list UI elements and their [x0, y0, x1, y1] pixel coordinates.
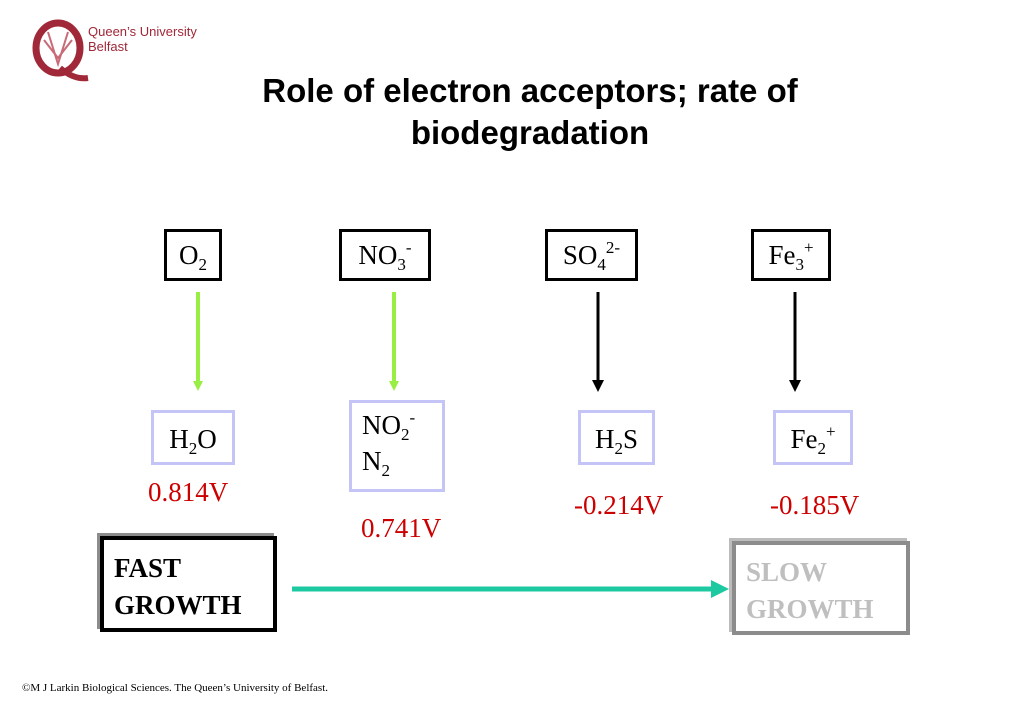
- title-line2: biodegradation: [410, 114, 650, 151]
- copyright-footer: ©M J Larkin Biological Sciences. The Que…: [22, 682, 329, 694]
- acceptor-fe3-sub: 3: [795, 255, 804, 274]
- product-no2-n2-box: NO2- N2: [349, 400, 445, 492]
- product-no2-base: NO: [362, 410, 401, 440]
- product-fe2-sub: 2: [817, 439, 826, 458]
- university-logo: Queen’s University Belfast: [30, 18, 200, 88]
- slide-title: Role of electron acceptors; rate of biod…: [200, 70, 860, 154]
- fast-growth-line1: FAST: [114, 553, 182, 583]
- voltage-h2o: 0.814V: [148, 477, 229, 507]
- product-no2-line: NO2-: [362, 408, 442, 444]
- product-h2o-b: O: [197, 424, 217, 454]
- acceptor-so4-base: SO: [562, 240, 598, 270]
- title-line1: Role of electron acceptors; rate of: [262, 72, 798, 109]
- slow-growth-box: SLOW GROWTH: [732, 541, 910, 635]
- fast-growth-line2: GROWTH: [114, 590, 242, 620]
- acceptor-so4-sub: 4: [597, 255, 606, 274]
- acceptor-so4-box: SO42-: [545, 229, 638, 281]
- acceptor-no3-sub: 3: [397, 255, 406, 274]
- product-fe2-box: Fe2+: [773, 410, 853, 465]
- acceptor-no3-box: NO3-: [339, 229, 431, 281]
- fast-growth-box: FAST GROWTH: [100, 536, 277, 632]
- product-fe2-sup: +: [825, 422, 836, 441]
- product-h2s-box: H2S: [578, 410, 655, 465]
- product-h2s-sub: 2: [614, 439, 623, 458]
- acceptor-no3-base: NO: [358, 240, 398, 270]
- voltage-h2s: -0.214V: [574, 490, 664, 520]
- voltage-fe2: -0.185V: [770, 490, 860, 520]
- acceptor-fe3-base: Fe: [768, 240, 796, 270]
- product-n2-sub: 2: [381, 461, 391, 480]
- product-h2o-a: H: [169, 424, 189, 454]
- acceptor-fe3-sup: +: [803, 238, 814, 257]
- product-no2-sub: 2: [401, 425, 410, 444]
- acceptor-o2-base: O: [179, 240, 199, 270]
- slow-growth-line2: GROWTH: [746, 594, 874, 624]
- slow-growth-line1: SLOW: [746, 557, 828, 587]
- product-h2o-box: H2O: [151, 410, 235, 465]
- acceptor-so4-sup: 2-: [605, 238, 621, 257]
- product-no2-sup: -: [409, 408, 416, 427]
- acceptor-o2-sub: 2: [198, 255, 208, 274]
- logo-text-line2: Belfast: [88, 39, 128, 54]
- logo-q-emblem-icon: [32, 19, 89, 82]
- logo-text-line1: Queen’s University: [88, 24, 197, 39]
- acceptor-fe3-box: Fe3+: [751, 229, 831, 281]
- product-h2s-b: S: [622, 424, 639, 454]
- acceptor-o2-box: O2: [164, 229, 222, 281]
- acceptor-no3-sup: -: [405, 238, 412, 257]
- product-n2-line: N2: [362, 445, 442, 480]
- product-n2-base: N: [362, 446, 382, 476]
- product-h2s-a: H: [594, 424, 615, 454]
- voltage-no2: 0.741V: [361, 513, 442, 543]
- product-h2o-sub: 2: [188, 439, 198, 458]
- product-fe2-base: Fe: [790, 424, 818, 454]
